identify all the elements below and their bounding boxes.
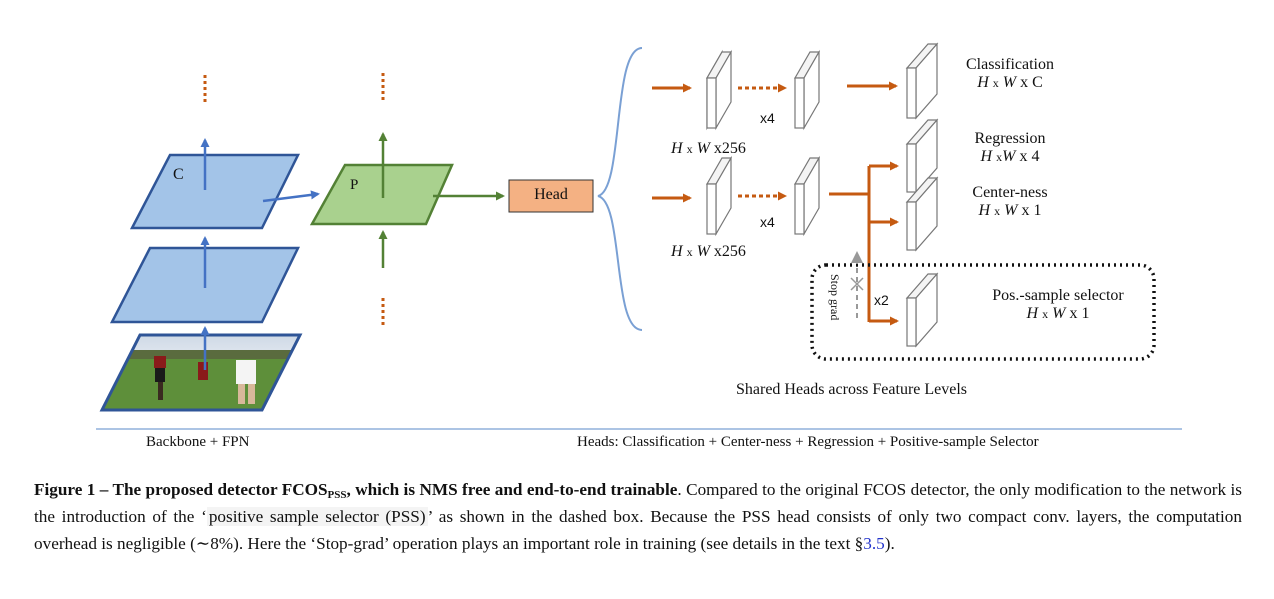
architecture-figure: C P Head x4 x4 x2 H x W x256 H x W x256 … [96,42,1182,450]
centerness-output-layer [905,176,939,252]
pss-dashed-box [810,263,1156,361]
top-branch-layer-2 [793,49,821,131]
backbone-level-label: C [173,166,184,183]
input-image [99,333,303,412]
section-reference-link[interactable]: 3.5 [863,534,885,553]
head-box [508,179,594,213]
pss-output-layer [905,272,939,348]
shared-heads-brace [597,47,643,331]
regression-output-label: Regression H xW x 4 [974,130,1046,165]
fpn-level-label: P [350,177,359,193]
head-label: Head [534,186,568,203]
repeat-label-pss: x2 [874,292,889,308]
shared-heads-label: Shared Heads across Feature Levels [736,381,968,398]
repeat-label-top: x4 [760,110,775,126]
regression-output-layer [905,118,939,194]
top-branch-layer-1 [705,49,733,131]
heads-label: Heads: Classification + Center-ness + Re… [577,434,1039,450]
stop-grad-label: Stop grad [828,274,842,321]
caption-text-2: ’ as shown in the dashed box. Because th… [34,507,1242,553]
figure-caption: Figure 1 – The proposed detector FCOSPSS… [34,476,1242,557]
centerness-output-label: Center-ness H x W x 1 [972,184,1048,219]
dim-label-top: H x W x256 [671,140,746,157]
repeat-label-mid: x4 [760,214,775,230]
dim-label-mid: H x W x256 [671,243,746,260]
backbone-feature-map-c [129,153,301,230]
caption-pss-term: positive sample selector (PSS) [206,507,428,526]
caption-text-3: ). [884,534,895,553]
caption-title: Figure 1 – The proposed detector FCOSPSS… [34,480,678,501]
stop-grad-cross [850,277,864,291]
caption-text-1: . Compared to the original FCOS detector… [34,480,1242,526]
architecture-diagram [96,42,1182,430]
classification-output-layer [905,42,939,120]
mid-branch-layer-1 [705,155,733,237]
classification-output-label: Classification H x W x C [966,56,1054,91]
pss-output-label: Pos.-sample selector H x W x 1 [992,287,1124,322]
backbone-fpn-label: Backbone + FPN [146,434,250,450]
mid-branch-layer-2 [793,155,821,237]
lateral-arrow [262,190,320,203]
